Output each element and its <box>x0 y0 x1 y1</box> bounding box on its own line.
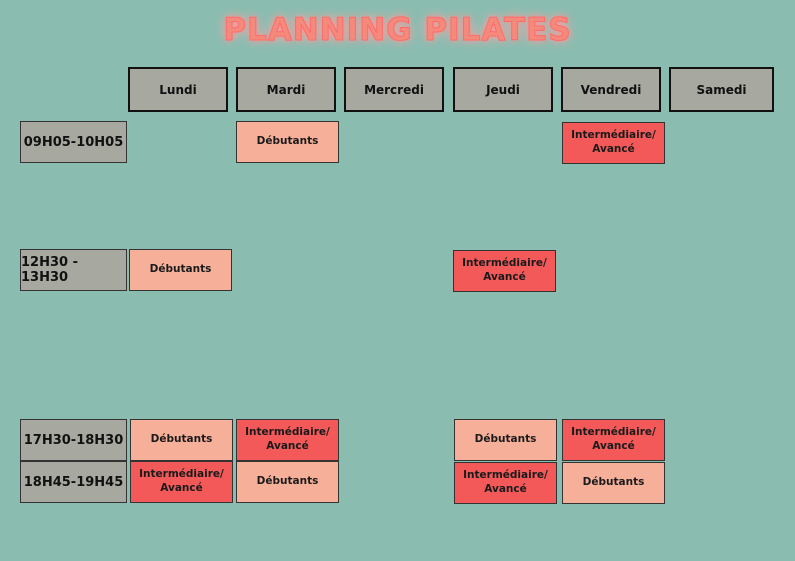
day-header-mardi: Mardi <box>236 67 336 112</box>
day-header-lundi: Lundi <box>128 67 228 112</box>
time-slot-1230: 12H30 - 13H30 <box>20 249 127 291</box>
session-lundi-1730: Débutants <box>130 419 233 461</box>
session-lundi-1230: Débutants <box>129 249 232 291</box>
session-mardi-1730: Intermédiaire/ Avancé <box>236 419 339 461</box>
session-vendredi-1845: Débutants <box>562 462 665 504</box>
time-slot-1845: 18H45-19H45 <box>20 461 127 503</box>
day-header-mercredi: Mercredi <box>344 67 444 112</box>
time-slot-0905: 09H05-10H05 <box>20 121 127 163</box>
session-vendredi-0905: Intermédiaire/ Avancé <box>562 122 665 164</box>
page-title: PLANNING PILATES <box>223 12 572 49</box>
day-header-jeudi: Jeudi <box>453 67 553 112</box>
session-lundi-1845: Intermédiaire/ Avancé <box>130 461 233 503</box>
session-jeudi-1730: Débutants <box>454 419 557 461</box>
session-mardi-1845: Débutants <box>236 461 339 503</box>
session-jeudi-1845: Intermédiaire/ Avancé <box>454 462 557 504</box>
day-header-samedi: Samedi <box>669 67 774 112</box>
session-jeudi-1230: Intermédiaire/ Avancé <box>453 250 556 292</box>
time-slot-1730: 17H30-18H30 <box>20 419 127 461</box>
session-vendredi-1730: Intermédiaire/ Avancé <box>562 419 665 461</box>
session-mardi-0905: Débutants <box>236 121 339 163</box>
day-header-vendredi: Vendredi <box>561 67 661 112</box>
